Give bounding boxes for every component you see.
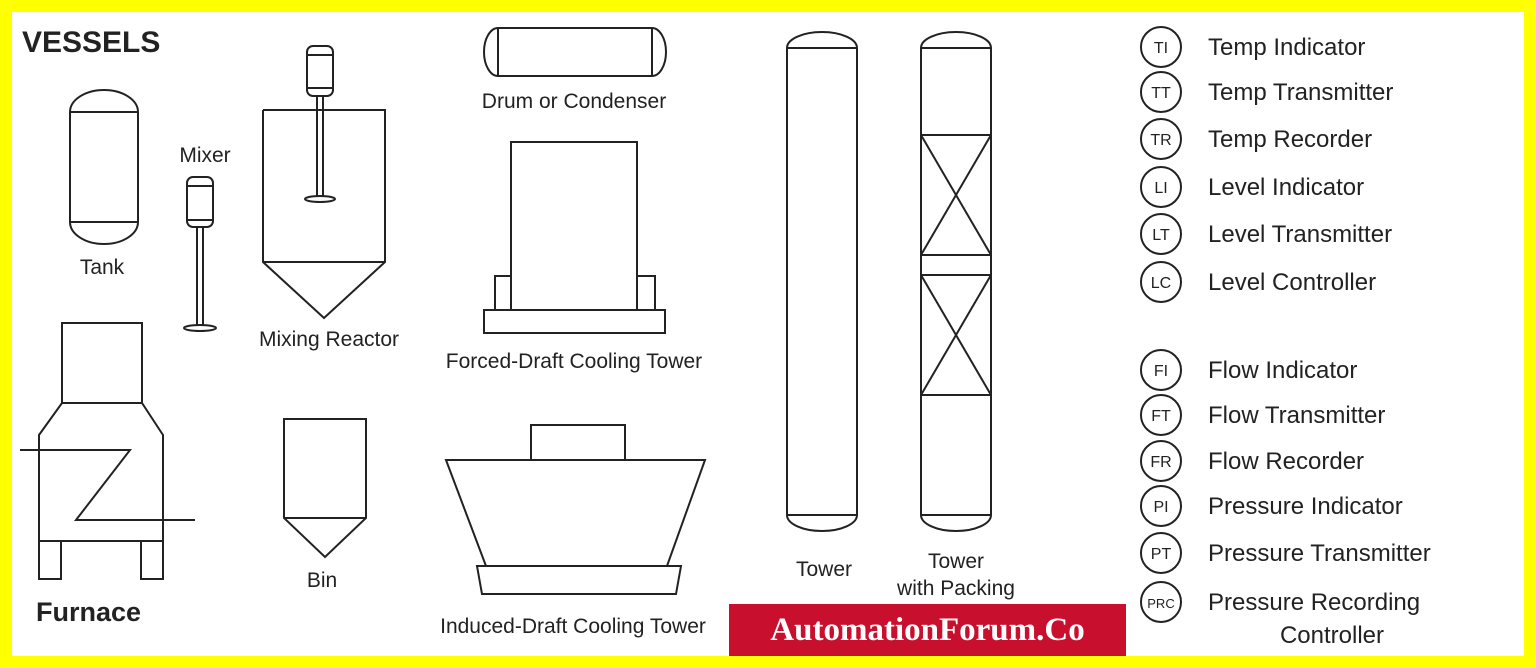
instrument-tag: FI [1154,363,1168,380]
instrument-bubble [1140,261,1182,303]
instrument-tag: LC [1151,275,1171,292]
instrument-tag: PRC [1147,596,1174,611]
instrument-tag: PT [1151,546,1172,563]
instrument-bubble [1140,485,1182,527]
instrument-name: Pressure Indicator [1208,493,1403,520]
instrument-bubble [1140,26,1182,68]
instrument-name: Flow Transmitter [1208,402,1385,429]
mixing-reactor-symbol [262,45,386,320]
instrument-tag: TT [1151,85,1171,102]
mixing-reactor-label: Mixing Reactor [259,328,399,351]
tower-symbol [786,31,858,532]
instrument-name-line2: Controller [1280,622,1384,649]
instrument-name: Flow Indicator [1208,357,1357,384]
instrument-tag: FR [1150,454,1171,471]
instrument-tag: PI [1153,499,1168,516]
instrument-bubble [1140,71,1182,113]
instrument-tag: LT [1152,227,1170,244]
diagram-heading: VESSELS [22,26,160,59]
instrument-name: Pressure Transmitter [1208,540,1431,567]
instrument-bubble [1140,118,1182,160]
instrument-name: Temp Indicator [1208,34,1365,61]
instrument-bubble [1140,581,1182,623]
induced-draft-label: Induced-Draft Cooling Tower [440,615,706,638]
packed-tower-label-line2: with Packing [896,577,1015,600]
tank-label: Tank [80,256,125,279]
packed-tower-symbol [920,31,992,532]
mixer-label: Mixer [179,144,230,167]
instrument-tag: TI [1154,40,1168,57]
watermark-banner: AutomationForum.Co [729,604,1126,656]
instrument-bubble [1140,349,1182,391]
instrument-tag: TR [1150,132,1171,149]
instrument-name: Temp Recorder [1208,126,1372,153]
packed-tower-label-line1: Tower [928,550,984,573]
instrument-name: Flow Recorder [1208,448,1364,475]
instrument-bubble [1140,394,1182,436]
tank-symbol [69,89,139,245]
instrument-bubble [1140,213,1182,255]
instrument-tag: FT [1151,408,1171,425]
furnace-symbol [20,322,195,580]
drum-symbol [483,27,667,77]
instrument-bubble [1140,440,1182,482]
induced-draft-tower-symbol [444,424,707,595]
instrument-name: Pressure Recording [1208,589,1420,616]
forced-draft-label: Forced-Draft Cooling Tower [446,350,702,373]
instrument-name: Level Transmitter [1208,221,1392,248]
instrument-name: Level Indicator [1208,174,1364,201]
instrument-name: Temp Transmitter [1208,79,1393,106]
bin-label: Bin [307,569,337,592]
drum-label: Drum or Condenser [482,90,666,113]
forced-draft-tower-symbol [483,141,666,334]
mixer-symbol [183,176,217,332]
instrument-bubble [1140,166,1182,208]
instrument-bubble [1140,532,1182,574]
tower-label: Tower [796,558,852,581]
instrument-tag: LI [1154,180,1167,197]
furnace-label: Furnace [36,597,141,627]
bin-symbol [283,418,367,559]
instrument-name: Level Controller [1208,269,1376,296]
